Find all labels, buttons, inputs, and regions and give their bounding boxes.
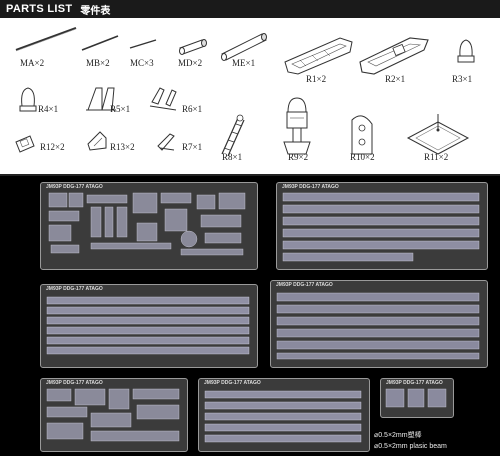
header-title: PARTS LIST xyxy=(6,3,73,15)
etched-sheet-1: JM93P DDG-177 ATAGO xyxy=(40,182,258,270)
sheet-code: JM93P DDG-177 ATAGO xyxy=(276,282,333,288)
part-r7-drawing xyxy=(157,133,175,151)
sheet-code: JM93P DDG-177 ATAGO xyxy=(204,380,261,386)
etched-sheet-5: JM93P DDG-177 ATAGO xyxy=(40,378,188,452)
part-r9-label: R9×2 xyxy=(288,152,309,162)
part-r13-drawing xyxy=(87,131,107,151)
etched-sheet-6: JM93P DDG-177 ATAGO xyxy=(198,378,370,452)
header-subtitle: 零件表 xyxy=(80,5,111,17)
part-r3-drawing xyxy=(457,39,475,63)
sheet-code: JM93P DDG-177 ATAGO xyxy=(46,184,103,190)
beam-note-cn: ⌀0.5×2mm塑棒 xyxy=(374,432,422,439)
etched-sheet-2: JM93P DDG-177 ATAGO xyxy=(276,182,488,270)
part-r4-label: R4×1 xyxy=(38,104,59,114)
part-r2-label: R2×1 xyxy=(385,74,406,84)
part-r8-drawing xyxy=(221,114,245,157)
parts-list-area: MA×2 MB×2 MC×3 MD×2 ME×1 R1×2 R2×1 R3×1 … xyxy=(0,18,500,174)
beam-note-en: ⌀0.5×2mm plasic beam xyxy=(374,443,447,450)
part-r5-label: R5×1 xyxy=(110,104,131,114)
part-mc-drawing xyxy=(129,39,157,49)
part-r10-label: R10×2 xyxy=(350,152,375,162)
photo-etched-sheets-photo: JM93P DDG-177 ATAGO JM93P DDG-177 ATAGO xyxy=(0,176,500,456)
part-md-drawing xyxy=(179,39,207,55)
part-r9-drawing xyxy=(283,97,311,155)
part-r1-drawing xyxy=(284,37,353,75)
etched-sheet-3: JM93P DDG-177 ATAGO xyxy=(40,284,258,368)
section-divider xyxy=(0,174,500,176)
part-r13-label: R13×2 xyxy=(110,142,135,152)
part-r3-label: R3×1 xyxy=(452,74,473,84)
sheet-code: JM93P DDG-177 ATAGO xyxy=(46,286,103,292)
part-r1-label: R1×2 xyxy=(306,74,327,84)
part-mb-label: MB×2 xyxy=(86,58,110,68)
parts-list-header: PARTS LIST 零件表 xyxy=(0,0,500,18)
part-me-label: ME×1 xyxy=(232,58,256,68)
part-r4-drawing xyxy=(19,87,37,112)
part-me-drawing xyxy=(221,33,267,61)
part-r7-label: R7×1 xyxy=(182,142,203,152)
etched-sheet-7: JM93P DDG-177 ATAGO xyxy=(380,378,454,418)
sheet-code: JM93P DDG-177 ATAGO xyxy=(386,380,443,386)
part-r2-drawing xyxy=(359,37,429,75)
sheet-code: JM93P DDG-177 ATAGO xyxy=(46,380,103,386)
part-r5-drawing xyxy=(86,87,116,111)
part-r8-label: R8×1 xyxy=(222,152,243,162)
part-mb-drawing xyxy=(81,35,119,51)
part-ma-drawing xyxy=(15,26,77,52)
part-r11-drawing xyxy=(406,114,470,155)
part-r6-drawing xyxy=(149,87,177,111)
part-r12-drawing xyxy=(15,135,35,153)
sheet-code: JM93P DDG-177 ATAGO xyxy=(282,184,339,190)
part-md-label: MD×2 xyxy=(178,58,203,68)
part-ma-label: MA×2 xyxy=(20,58,45,68)
part-r11-label: R11×2 xyxy=(424,152,449,162)
parts-drawings xyxy=(15,26,475,157)
etched-sheet-4: JM93P DDG-177 ATAGO xyxy=(270,280,488,368)
part-r6-label: R6×1 xyxy=(182,104,203,114)
part-r12-label: R12×2 xyxy=(40,142,65,152)
part-r10-drawing xyxy=(351,115,373,155)
part-mc-label: MC×3 xyxy=(130,58,154,68)
